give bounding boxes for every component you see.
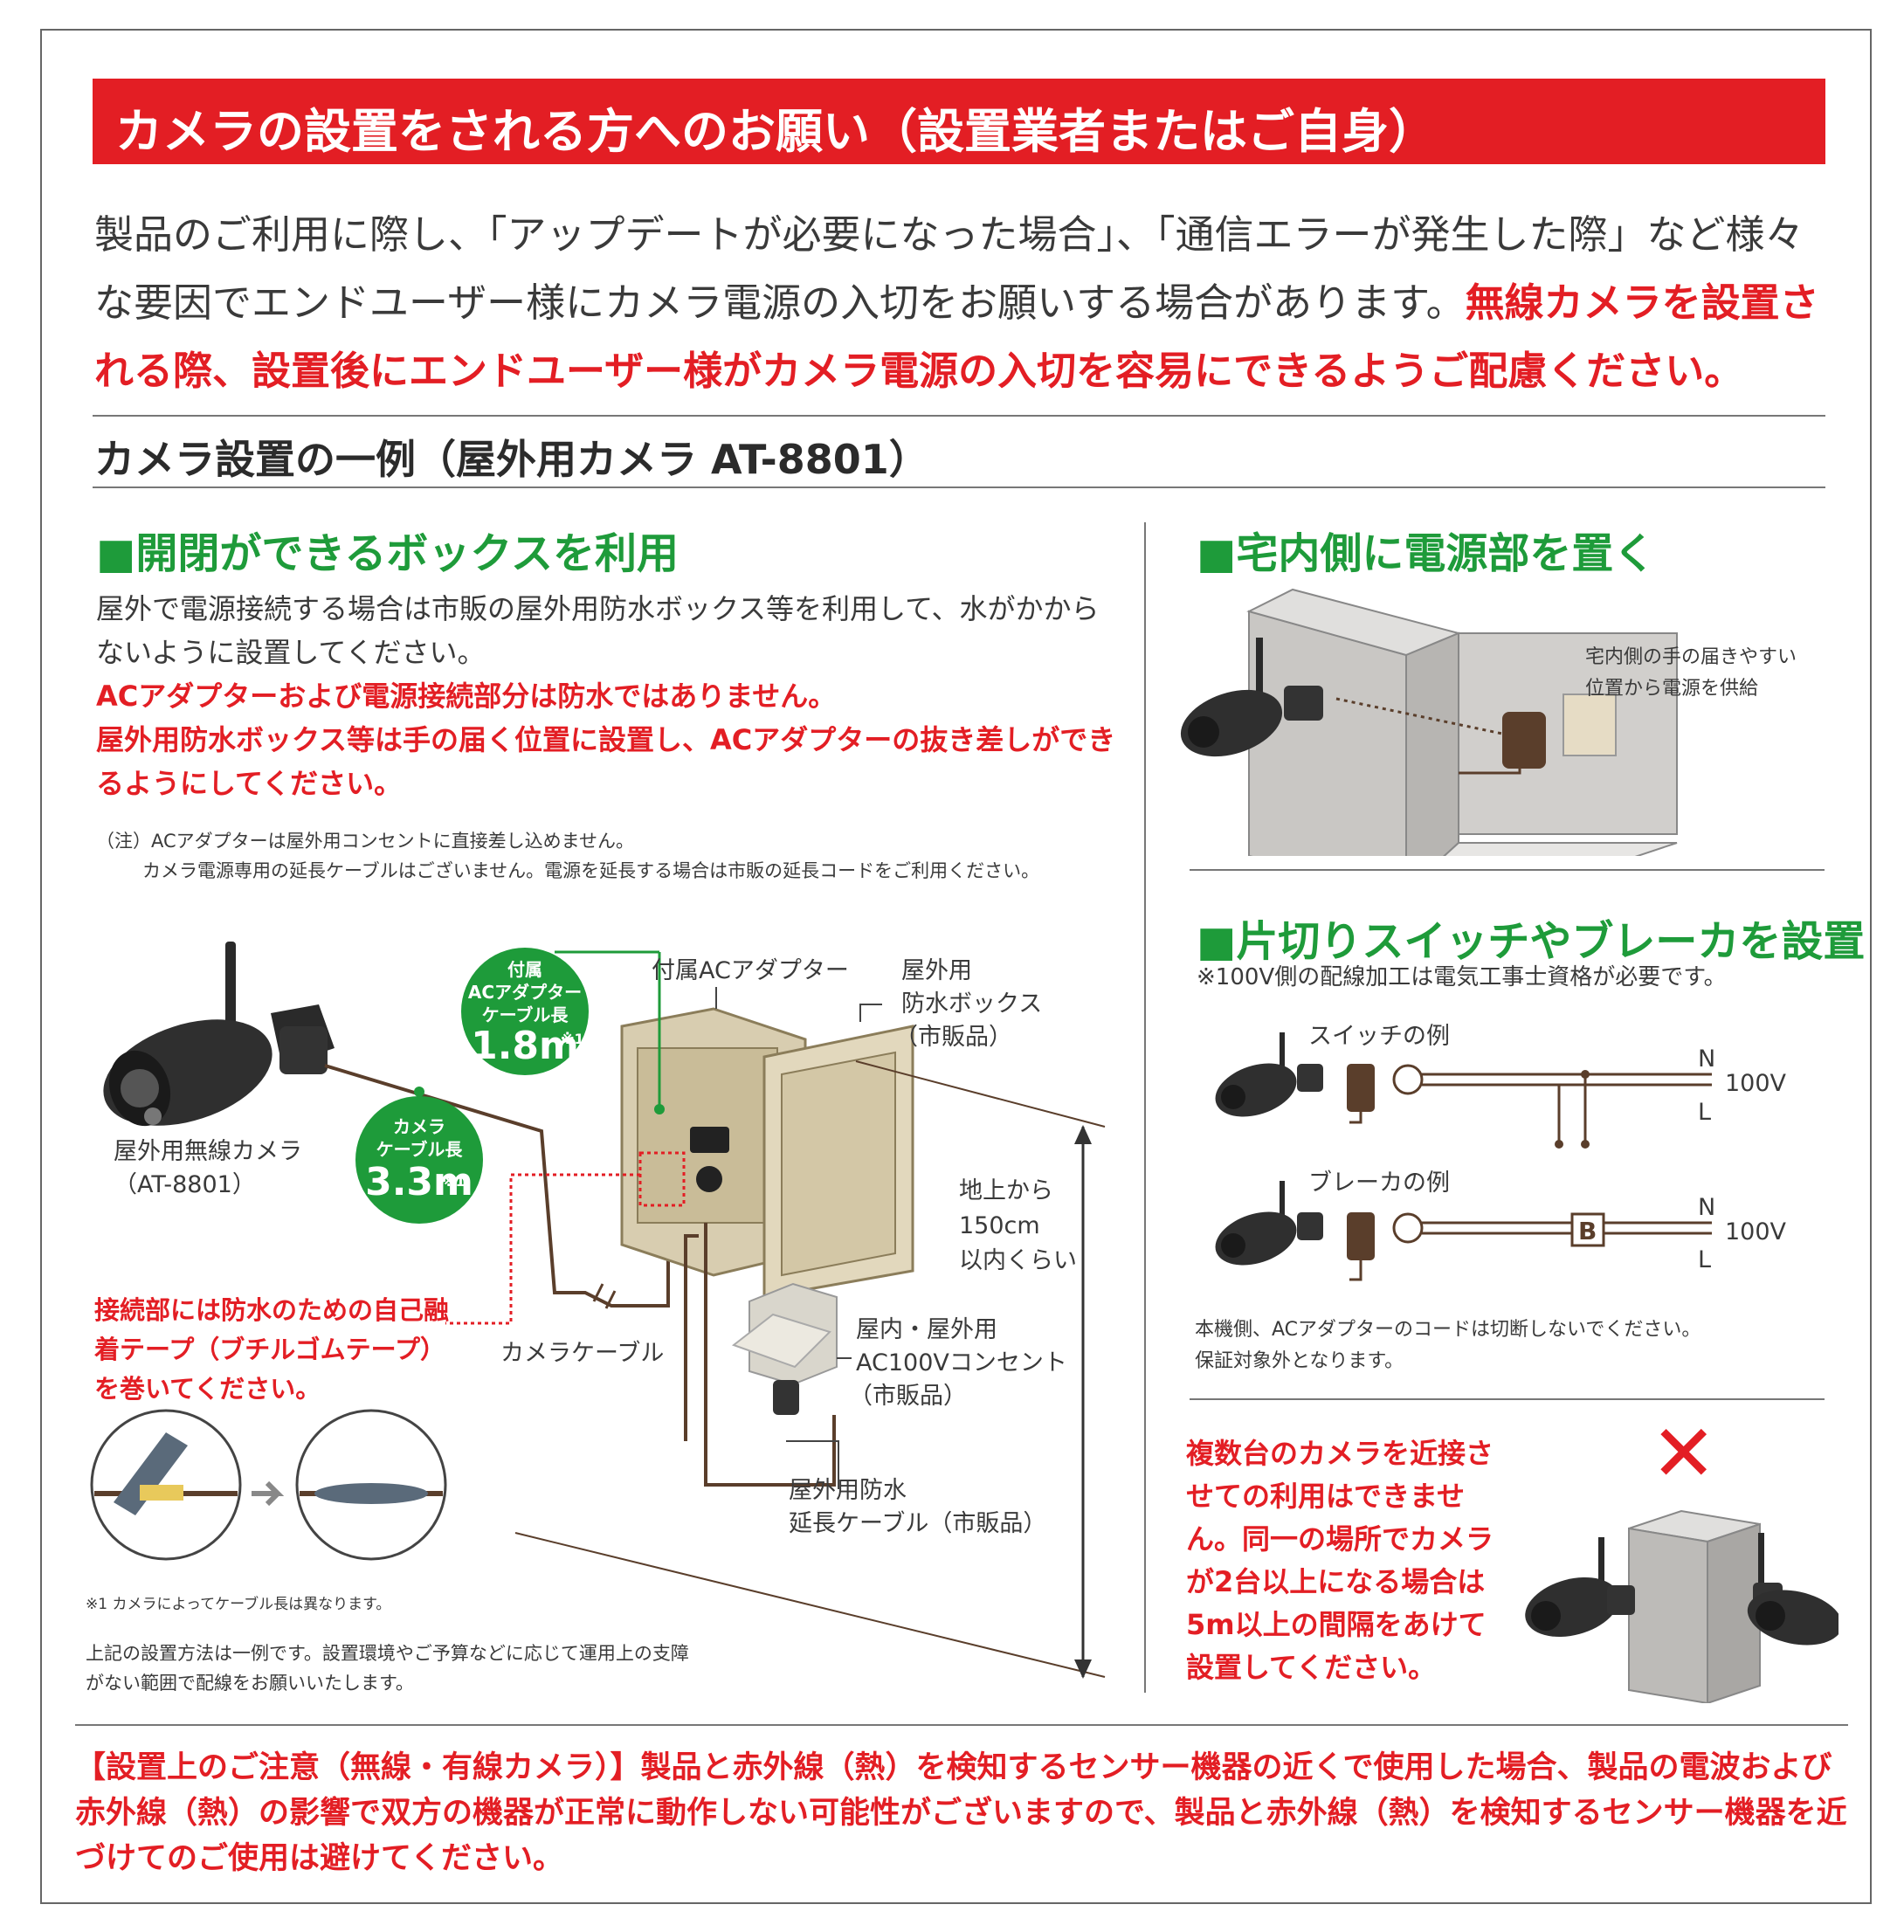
footnote-mark: ※1 — [561, 1031, 584, 1047]
camera-cable-label: カメラケーブル — [500, 1340, 665, 1367]
n-label: N — [1698, 1194, 1716, 1221]
cross-icon: ✕ — [1651, 1408, 1717, 1500]
camera-icon — [1747, 1533, 1838, 1646]
height-label-3: 以内くらい — [959, 1247, 1077, 1274]
voltage-label: 100V — [1725, 1218, 1787, 1245]
outlet-label-1: 屋内・屋外用 — [856, 1316, 997, 1343]
camera-icon — [1215, 1032, 1323, 1117]
breaker-example-label: ブレーカの例 — [1308, 1170, 1450, 1197]
intro-emphasis-text: 無線カメラを設置される際、設置後にエンドユーザー様がカメラ電源の入切を容易にでき… — [94, 279, 1819, 394]
tape-before-icon — [90, 1409, 242, 1561]
proximity-warning: 複数台のカメラを近接させての利用はできません。同一の場所でカメラが2台以上になる… — [1186, 1437, 1494, 1684]
l-label: L — [1698, 1099, 1712, 1126]
page-frame — [40, 29, 1872, 1904]
left-heading: ■開閉ができるボックスを利用 — [96, 529, 679, 578]
divider — [1190, 1398, 1825, 1400]
voltage-label: 100V — [1725, 1070, 1787, 1097]
note-line-1: （注）ACアダプターは屋外用コンセントに直接差し込めません。 — [96, 831, 635, 852]
divider — [1190, 869, 1825, 871]
section-title: カメラ設置の一例（屋外用カメラ AT-8801） — [94, 436, 929, 483]
cord-warning-2: 保証対象外となります。 — [1195, 1350, 1404, 1372]
tape-note: 接続部には防水のための自己融着テープ（ブチルゴムテープ）を巻いてください。 — [94, 1295, 450, 1404]
indoor-caption-2: 位置から電源を供給 — [1585, 678, 1759, 700]
camera-icon — [1215, 1181, 1323, 1266]
left-body: 屋外で電源接続する場合は市販の屋外用防水ボックス等を利用して、水がかからないよう… — [96, 592, 1100, 669]
l-label: L — [1698, 1246, 1712, 1273]
banner-title: カメラの設置をされる方へのお願い（設置業者またはご自身） — [115, 104, 1436, 159]
outdoor-outlet-icon — [731, 1282, 838, 1415]
footnote-mark: ※1 — [442, 1173, 466, 1190]
switch-example-label: スイッチの例 — [1308, 1023, 1450, 1050]
extension-label-2: 延長ケーブル（市販品） — [789, 1510, 1047, 1537]
outlet-label-3: （市販品） — [849, 1383, 967, 1410]
intro-paragraph: 製品のご利用に際し、「アップデートが必要になった場合」、「通信エラーが発生した際… — [94, 201, 1824, 405]
bottom-caution: 【設置上のご注意（無線・有線カメラ）】製品と赤外線（熱）を検知するセンサー機器の… — [75, 1750, 1847, 1876]
box-label-3: （市販品） — [894, 1024, 1012, 1051]
wiring-diagrams — [1215, 1032, 1712, 1281]
column-divider — [1144, 522, 1146, 1693]
badge-text: 付属 — [507, 959, 542, 980]
badge-text: ケーブル長 — [481, 1004, 569, 1025]
intro-normal-text: 製品のご利用に際し、「アップデートが必要になった場合」、「通信エラーが発生した際… — [94, 211, 1804, 326]
divider — [93, 415, 1825, 417]
title-banner: カメラの設置をされる方へのお願い（設置業者またはご自身） — [93, 79, 1825, 164]
badge-text: ACアダプター — [467, 982, 583, 1003]
divider — [75, 1724, 1848, 1726]
camera-model-label: （AT-8801） — [114, 1171, 256, 1198]
right-mid-heading: ■片切りスイッチやブレーカを設置 — [1197, 917, 1866, 966]
extension-label-1: 屋外用防水 — [789, 1477, 907, 1504]
waterproof-box-icon — [620, 1007, 914, 1299]
height-label-1: 地上から — [959, 1177, 1053, 1204]
camera-icon — [1180, 638, 1323, 757]
two-cameras-illustration — [1525, 1509, 1838, 1703]
camera-icon — [1525, 1537, 1635, 1638]
tape-after-icon — [295, 1409, 447, 1561]
electrician-note: ※100V側の配線加工は電気工事士資格が必要です。 — [1197, 964, 1727, 990]
footnote: ※1 カメラによってケーブル長は異なります。 — [86, 1596, 391, 1613]
box-label-2: 防水ボックス — [901, 990, 1043, 1018]
box-label-1: 屋外用 — [901, 957, 972, 984]
height-label-2: 150cm — [959, 1212, 1040, 1239]
cord-warning-1: 本機側、ACアダプターのコードは切断しないでください。 — [1195, 1319, 1701, 1341]
camera-label: 屋外用無線カメラ — [114, 1138, 302, 1165]
adapter-label: 付属ACアダプター — [652, 957, 849, 984]
left-red-note-2: 屋外用防水ボックス等は手の届く位置に設置し、ACアダプターの抜き差しができるよう… — [96, 723, 1116, 800]
badge-value: 1.8m — [471, 1024, 579, 1068]
breaker-letter: B — [1578, 1217, 1597, 1245]
indoor-caption-1: 宅内側の手の届きやすい — [1585, 646, 1797, 668]
outlet-label-2: AC100Vコンセント — [856, 1349, 1067, 1377]
adapter-cable-length-badge: 付属 ACアダプター ケーブル長 1.8m — [461, 948, 589, 1075]
camera-cable-length-badge: カメラ ケーブル長 3.3m — [355, 1096, 483, 1224]
badge-value: 3.3m — [365, 1160, 473, 1204]
badge-text: ケーブル長 — [376, 1139, 463, 1160]
note-line-2: カメラ電源専用の延長ケーブルはございません。電源を延長する場合は市販の延長コード… — [142, 860, 1040, 881]
right-top-heading: ■宅内側に電源部を置く — [1197, 529, 1656, 578]
divider — [93, 486, 1825, 488]
badge-text: カメラ — [393, 1116, 445, 1137]
left-red-note-1: ACアダプターおよび電源接続部分は防水ではありません。 — [96, 680, 837, 713]
n-label: N — [1698, 1045, 1716, 1073]
disclaimer: 上記の設置方法は一例です。設置環境やご予算などに応じて運用上の支障がない範囲で配… — [86, 1643, 689, 1694]
camera-icon — [103, 942, 335, 1127]
indoor-power-illustration — [1180, 588, 1678, 856]
